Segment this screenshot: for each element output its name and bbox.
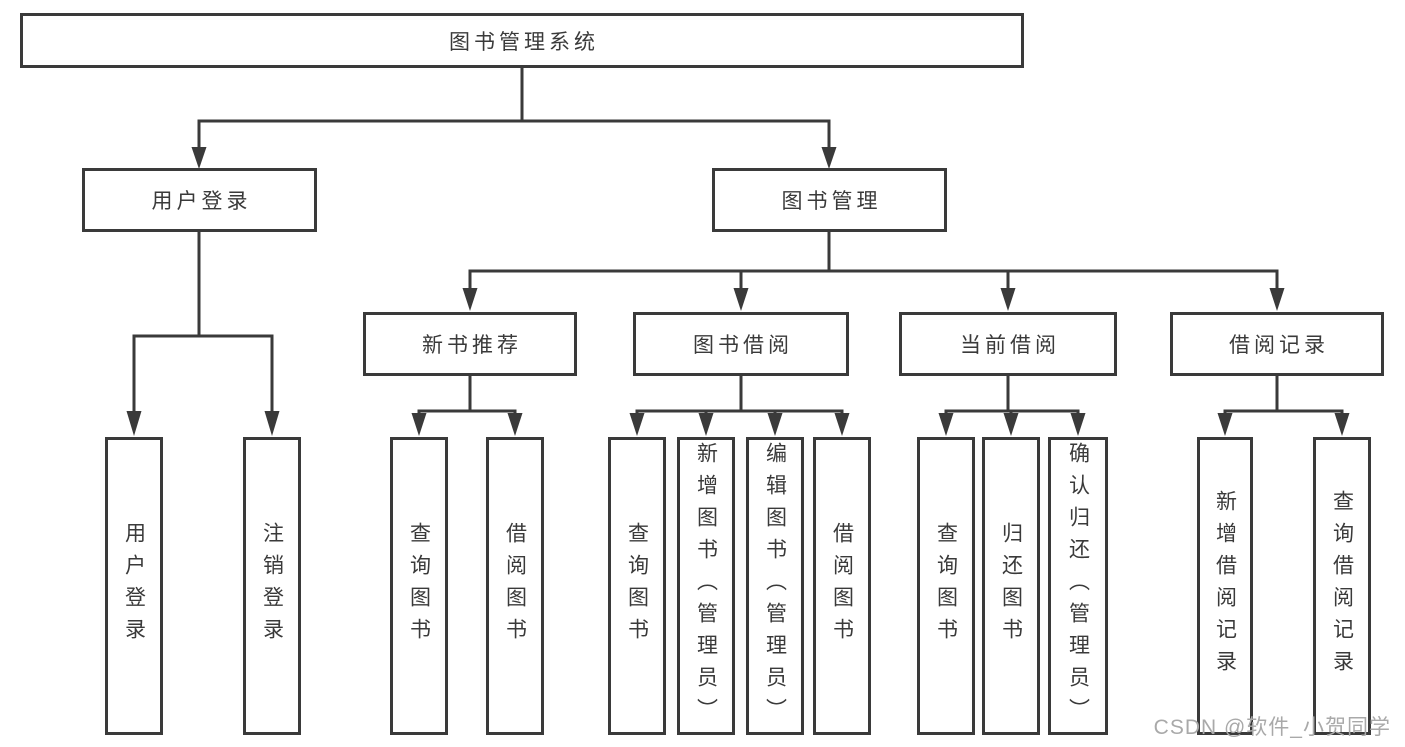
edges-new-book-recommend [411, 376, 523, 436]
node-label: 注销登录 [260, 522, 284, 650]
edges-user-login [126, 232, 280, 436]
node-label: 查询借阅记录 [1330, 490, 1354, 682]
leaf-borrow-books-2: 借阅图书 [813, 437, 871, 735]
node-label: 用户登录 [122, 522, 146, 650]
node-book-management: 图书管理 [712, 168, 947, 232]
arrow-down-icon [264, 411, 280, 436]
leaf-query-books-1: 查询图书 [390, 437, 448, 735]
edges-root [191, 68, 837, 169]
leaf-logout: 注销登录 [243, 437, 301, 735]
leaf-edit-book-admin: 编辑图书（管理员） [746, 437, 804, 735]
node-label: 用户登录 [151, 190, 252, 213]
node-new-book-recommend: 新书推荐 [363, 312, 577, 376]
leaf-return-book: 归还图书 [982, 437, 1040, 735]
arrow-down-icon [462, 288, 478, 311]
node-label: 归还图书 [999, 522, 1023, 650]
edges-book-management [462, 232, 1285, 311]
arrow-down-icon [733, 288, 749, 311]
node-borrow-records: 借阅记录 [1170, 312, 1384, 376]
leaf-borrow-books-1: 借阅图书 [486, 437, 544, 735]
node-label: 新增图书（管理员） [694, 442, 718, 730]
leaf-query-books-2: 查询图书 [608, 437, 666, 735]
arrow-down-icon [507, 413, 523, 436]
arrow-down-icon [821, 147, 837, 169]
node-label: 图书管理 [781, 190, 882, 213]
arrow-down-icon [411, 413, 427, 436]
node-label: 图书借阅 [693, 334, 793, 357]
node-user-login-branch: 用户登录 [82, 168, 317, 232]
node-label: 借阅记录 [1229, 334, 1329, 357]
arrow-down-icon [1003, 413, 1019, 436]
edges-book-borrow [629, 376, 850, 436]
node-label: 借阅图书 [503, 522, 527, 650]
leaf-query-books-3: 查询图书 [917, 437, 975, 735]
node-book-borrow: 图书借阅 [633, 312, 849, 376]
arrow-down-icon [126, 411, 142, 436]
arrow-down-icon [767, 413, 783, 436]
node-label: 新增借阅记录 [1213, 490, 1237, 682]
node-label: 当前借阅 [960, 334, 1060, 357]
node-label: 借阅图书 [830, 522, 854, 650]
edges-borrow-records [1217, 376, 1350, 436]
arrow-down-icon [938, 413, 954, 436]
arrow-down-icon [191, 147, 207, 169]
node-label: 编辑图书（管理员） [763, 442, 787, 730]
leaf-add-book-admin: 新增图书（管理员） [677, 437, 735, 735]
node-system-root: 图书管理系统 [20, 13, 1024, 68]
leaf-confirm-return-admin: 确认归还（管理员） [1048, 437, 1108, 735]
node-label: 确认归还（管理员） [1066, 442, 1090, 730]
arrow-down-icon [629, 413, 645, 436]
arrow-down-icon [834, 413, 850, 436]
csdn-watermark: CSDN @软件_小贺同学 [1153, 716, 1391, 739]
leaf-user-login: 用户登录 [105, 437, 163, 735]
node-label: 新书推荐 [422, 334, 522, 357]
edges-current-borrow [938, 376, 1086, 436]
node-label: 查询图书 [934, 522, 958, 650]
arrow-down-icon [1269, 288, 1285, 311]
node-label: 图书管理系统 [449, 30, 599, 54]
node-label: 查询图书 [625, 522, 649, 650]
arrow-down-icon [698, 413, 714, 436]
arrow-down-icon [1000, 288, 1016, 311]
leaf-add-borrow-record: 新增借阅记录 [1197, 437, 1253, 735]
arrow-down-icon [1217, 413, 1233, 436]
node-label: 查询图书 [407, 522, 431, 650]
node-current-borrow: 当前借阅 [899, 312, 1117, 376]
leaf-query-borrow-record: 查询借阅记录 [1313, 437, 1371, 735]
arrow-down-icon [1334, 413, 1350, 436]
arrow-down-icon [1070, 413, 1086, 436]
